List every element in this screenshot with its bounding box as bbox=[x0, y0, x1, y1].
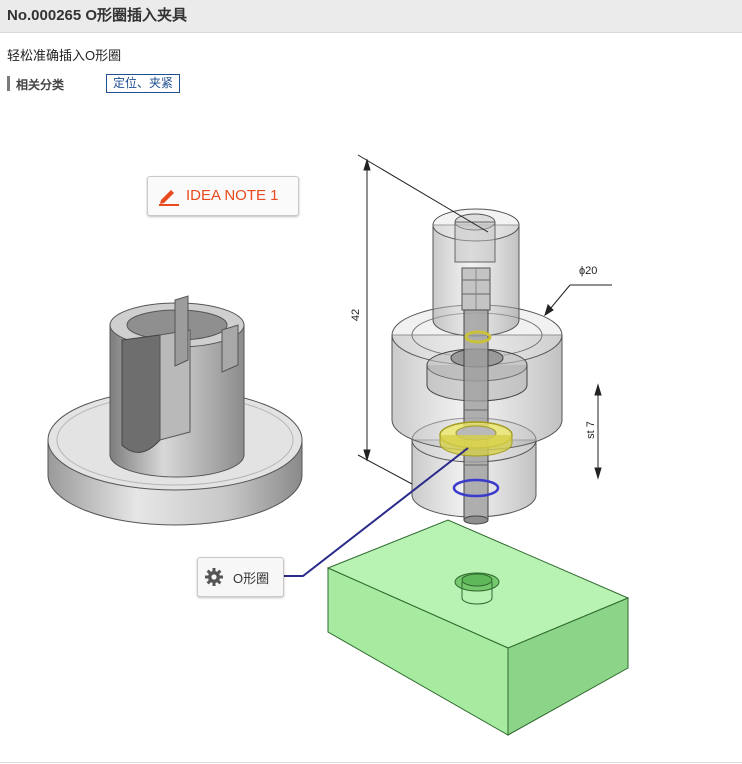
category-tag-link[interactable]: 定位、夹紧 bbox=[106, 74, 181, 93]
category-marker bbox=[7, 76, 10, 91]
dimension-annotations bbox=[357, 154, 612, 485]
pencil-icon bbox=[158, 186, 180, 211]
idea-note-button[interactable]: IDEA NOTE 1 bbox=[147, 176, 299, 216]
bottom-divider bbox=[0, 762, 742, 763]
stroke-dimension-label: st 7 bbox=[585, 421, 597, 439]
category-label: 相关分类 bbox=[16, 78, 65, 92]
callout-leader-line bbox=[283, 447, 469, 577]
idea-note-label: IDEA NOTE 1 bbox=[186, 187, 279, 204]
solid-jig-part bbox=[47, 295, 303, 526]
oring-callout-label: O形圈 bbox=[233, 571, 270, 586]
jig-illustration: 42 ϕ20 st 7 bbox=[47, 154, 630, 736]
description-text: 轻松准确插入O形圈 bbox=[7, 48, 122, 63]
plunger-assembly bbox=[391, 208, 563, 525]
page-title: No.000265 O形圈插入夹具 bbox=[7, 7, 188, 24]
title-bar: No.000265 O形圈插入夹具 bbox=[0, 0, 742, 33]
oring-callout-button[interactable]: O形圈 bbox=[197, 557, 284, 597]
gear-icon bbox=[204, 567, 224, 592]
green-base-block bbox=[326, 519, 630, 736]
height-dimension-label: 42 bbox=[350, 309, 362, 321]
diameter-dimension-label: ϕ20 bbox=[579, 265, 597, 277]
